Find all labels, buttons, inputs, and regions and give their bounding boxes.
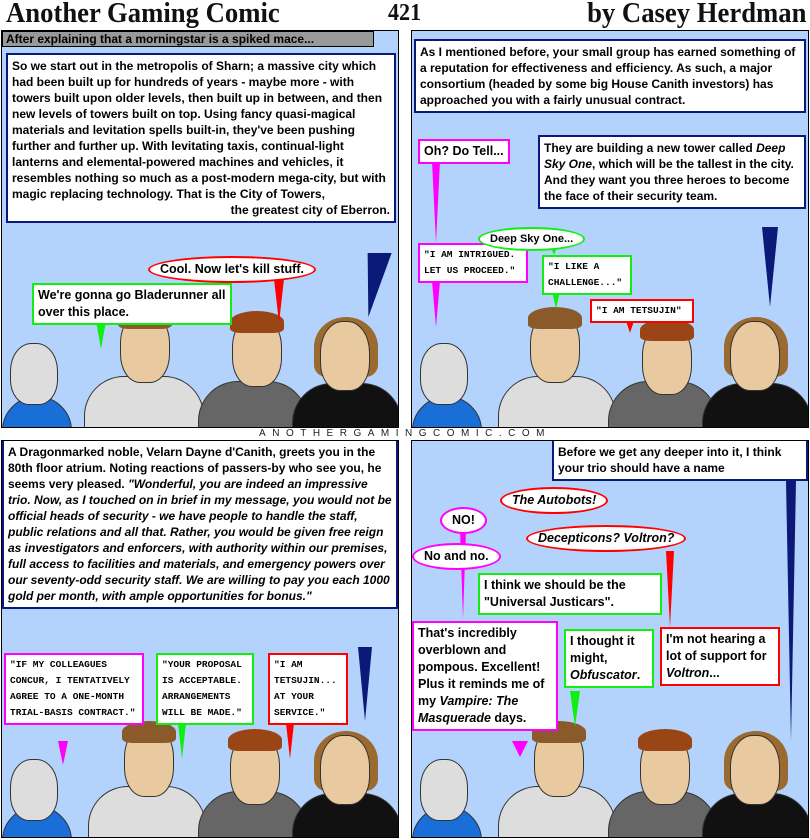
speech-bubble-do-tell: Oh? Do Tell... — [418, 139, 510, 164]
bubble-tail — [96, 321, 106, 349]
speech-obfuscator: I thought it might, Obfuscator. — [564, 629, 654, 688]
panel-4: Before we get any deeper into it, I thin… — [411, 440, 809, 838]
speech-autobots: The Autobots! — [500, 487, 609, 514]
bubble-tail — [626, 321, 634, 333]
name-voltron: Voltron — [666, 666, 710, 680]
speech-challenge: "I LIKE A CHALLENGE..." — [542, 255, 632, 295]
tower-name: Deep Sky One — [544, 141, 786, 171]
bubble-tail — [570, 691, 580, 727]
speech-bubble-bladerunner: We're gonna go Bladerunner all over this… — [32, 283, 232, 325]
panel-2: As I mentioned before, your small group … — [411, 30, 809, 428]
bubble-tail — [432, 281, 440, 327]
bubble-tail — [274, 279, 284, 323]
speech-bubble-kill: Cool. Now let's kill stuff. — [148, 256, 316, 283]
narration-tail — [786, 481, 796, 741]
speech-text: That's incredibly overblown and pompous.… — [418, 626, 545, 708]
decepticons-text: Decepticons? Voltron? — [538, 531, 675, 545]
narration-end: the greatest city of Eberron. — [230, 203, 390, 217]
speech-voltron: I'm not hearing a lot of support for Vol… — [660, 627, 780, 686]
speech-text: ... — [709, 666, 720, 680]
narration-box: As I mentioned before, your small group … — [414, 39, 806, 113]
bubble-tail — [460, 529, 466, 619]
game-title: Vampire: The Masquerade — [418, 694, 519, 725]
narration-box: So we start out in the metropolis of Sha… — [6, 53, 396, 223]
bubble-tail — [552, 291, 560, 309]
panel-3: A Dragonmarked noble, Velarn Dayne d'Can… — [1, 440, 399, 838]
bubble-tail — [286, 723, 294, 759]
characters-group — [2, 441, 398, 837]
narration-text: So we start out in the metropolis of Sha… — [12, 59, 386, 201]
speech-text: . — [636, 668, 641, 682]
speech-deep-sky: Deep Sky One... — [478, 227, 586, 251]
narration-text: A Dragonmarked noble, Velarn Dayne d'Can… — [8, 445, 382, 491]
speech-text: I thought it might, — [570, 634, 635, 665]
narration-text: They are building a new tower called — [544, 141, 757, 155]
speech-decepticons: Decepticons? Voltron? — [526, 525, 687, 552]
bubble-tail — [178, 723, 186, 759]
comic-title: Another Gaming Comic — [6, 0, 280, 29]
speech-no: NO! — [440, 507, 487, 534]
narration-box: A Dragonmarked noble, Velarn Dayne d'Can… — [2, 441, 398, 609]
speech-justicars: I think we should be the "Universal Just… — [478, 573, 662, 615]
narration-box: Before we get any deeper into it, I thin… — [552, 441, 808, 481]
name-obfuscator: Obfuscator — [570, 668, 637, 682]
caption-top: After explaining that a morningstar is a… — [2, 31, 374, 47]
bubble-tail — [512, 741, 528, 757]
narration-tail — [762, 227, 778, 307]
noble-quote: "Wonderful, you are indeed an impressive… — [8, 477, 392, 603]
speech-tetsujin: "I AM TETSUJIN" — [590, 299, 694, 323]
bubble-tail — [550, 245, 558, 255]
speech-no-and-no: No and no. — [412, 543, 501, 570]
autobots-text: The Autobots! — [512, 493, 597, 507]
narration-text: , which will be the tallest in the city.… — [544, 157, 794, 203]
characters-group — [412, 441, 808, 837]
comic-number: 421 — [388, 0, 422, 26]
speech-overblown: That's incredibly overblown and pompous.… — [412, 621, 558, 731]
speech-text: days. — [490, 711, 527, 725]
speech-tetsujin-service: "I AM TETSUJIN... AT YOUR SERVICE." — [268, 653, 348, 725]
speech-colleagues: "IF MY COLLEAGUES CONCUR, I TENTATIVELY … — [4, 653, 144, 725]
comic-byline: by Casey Herdman — [586, 0, 806, 29]
site-url[interactable]: ANOTHERGAMINGCOMIC.COM — [259, 428, 551, 439]
narration-box-2: They are building a new tower called Dee… — [538, 135, 806, 209]
characters-group — [412, 31, 808, 427]
bubble-tail — [432, 161, 440, 243]
narration-tail — [358, 647, 372, 721]
bubble-tail — [58, 741, 68, 765]
speech-text: I'm not hearing a lot of support for — [666, 632, 767, 663]
bubble-tail — [666, 551, 674, 627]
speech-proposal: "YOUR PROPOSAL IS ACCEPTABLE. ARRANGEMEN… — [156, 653, 254, 725]
panel-1: After explaining that a morningstar is a… — [1, 30, 399, 428]
